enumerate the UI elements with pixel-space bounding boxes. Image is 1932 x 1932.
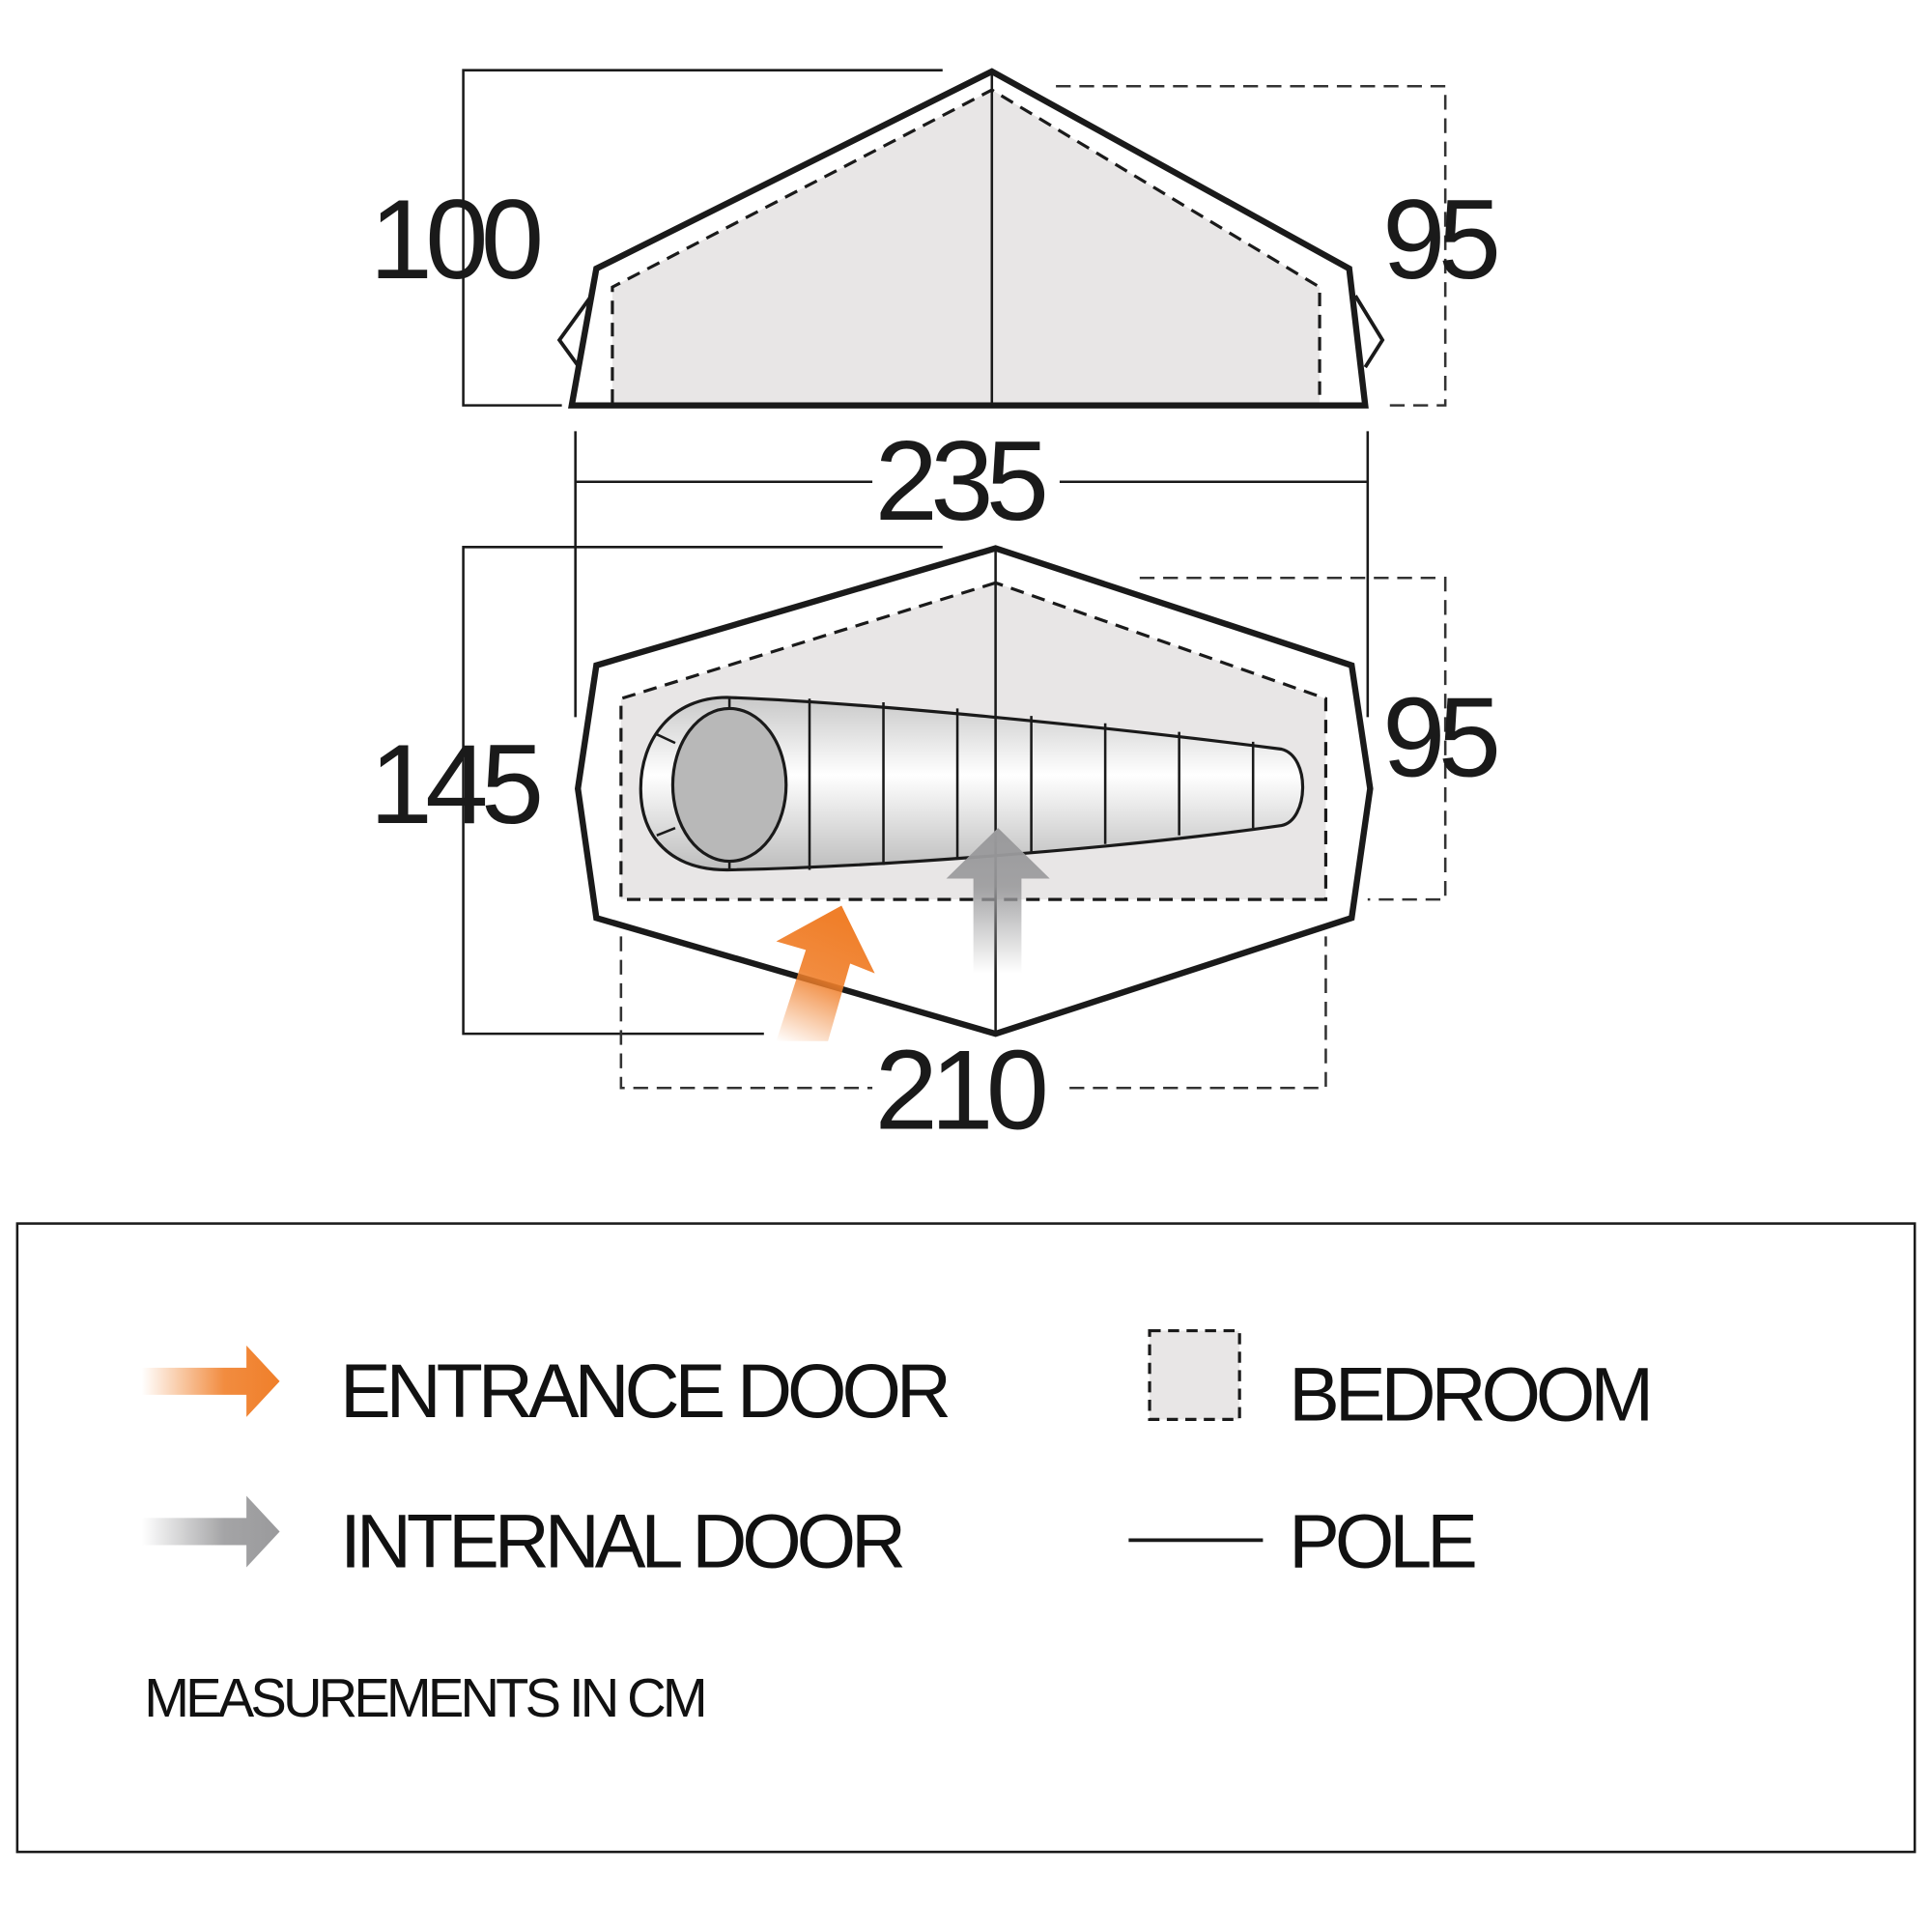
height-dimension-line-right xyxy=(1056,85,1447,407)
legend-label-bedroom: BEDROOM xyxy=(1289,1351,1649,1437)
guy-point-left xyxy=(556,295,593,369)
legend-item-entrance-door: ENTRANCE DOOR xyxy=(141,1345,953,1434)
height-left-label: 100 xyxy=(370,176,540,302)
width-right-label: 95 xyxy=(1382,674,1497,801)
plan-length-label: 210 xyxy=(875,1026,1045,1152)
legend-label-pole: POLE xyxy=(1289,1497,1475,1583)
length-label: 235 xyxy=(875,417,1045,544)
orange-arrow-icon xyxy=(141,1345,280,1417)
height-right-label: 95 xyxy=(1382,176,1497,302)
legend-item-internal-door: INTERNAL DOOR xyxy=(141,1495,908,1583)
legend-box xyxy=(15,1222,1917,1854)
legend-label-entrance-door: ENTRANCE DOOR xyxy=(340,1348,949,1434)
gray-arrow-icon xyxy=(141,1495,280,1568)
dashed-box-icon xyxy=(1148,1328,1241,1421)
height-dimension-line-left xyxy=(462,69,943,407)
internal-door-arrow-icon xyxy=(946,828,1050,974)
legend-item-bedroom: BEDROOM xyxy=(1148,1328,1654,1437)
width-left-label: 145 xyxy=(370,721,540,847)
sleeping-bag-icon xyxy=(639,696,1305,872)
flysheet-outline-elevation xyxy=(568,68,1369,409)
vestibule-dimension-line xyxy=(619,936,873,1090)
entrance-door-arrow-icon xyxy=(776,905,875,1041)
plan-view: 145 95 210 xyxy=(370,545,1504,1152)
width-dimension-line-right xyxy=(1139,576,1447,901)
bedroom-area-elevation xyxy=(611,90,1321,404)
guy-point-right xyxy=(1353,295,1385,369)
legend: ENTRANCE DOOR BEDROOM INTERNAL DOOR POLE… xyxy=(15,1222,1917,1854)
length-dimension: 235 xyxy=(574,417,1370,718)
vestibule-dimension-line-right xyxy=(1069,936,1327,1090)
width-dimension-line-left xyxy=(462,546,943,1036)
bedroom-outline-plan xyxy=(619,581,1328,901)
measurement-note: MEASUREMENTS IN CM xyxy=(144,1667,704,1728)
legend-item-pole: POLE xyxy=(1128,1497,1480,1583)
legend-label-internal-door: INTERNAL DOOR xyxy=(340,1497,903,1583)
elevation-view: 100 95 xyxy=(370,68,1504,409)
